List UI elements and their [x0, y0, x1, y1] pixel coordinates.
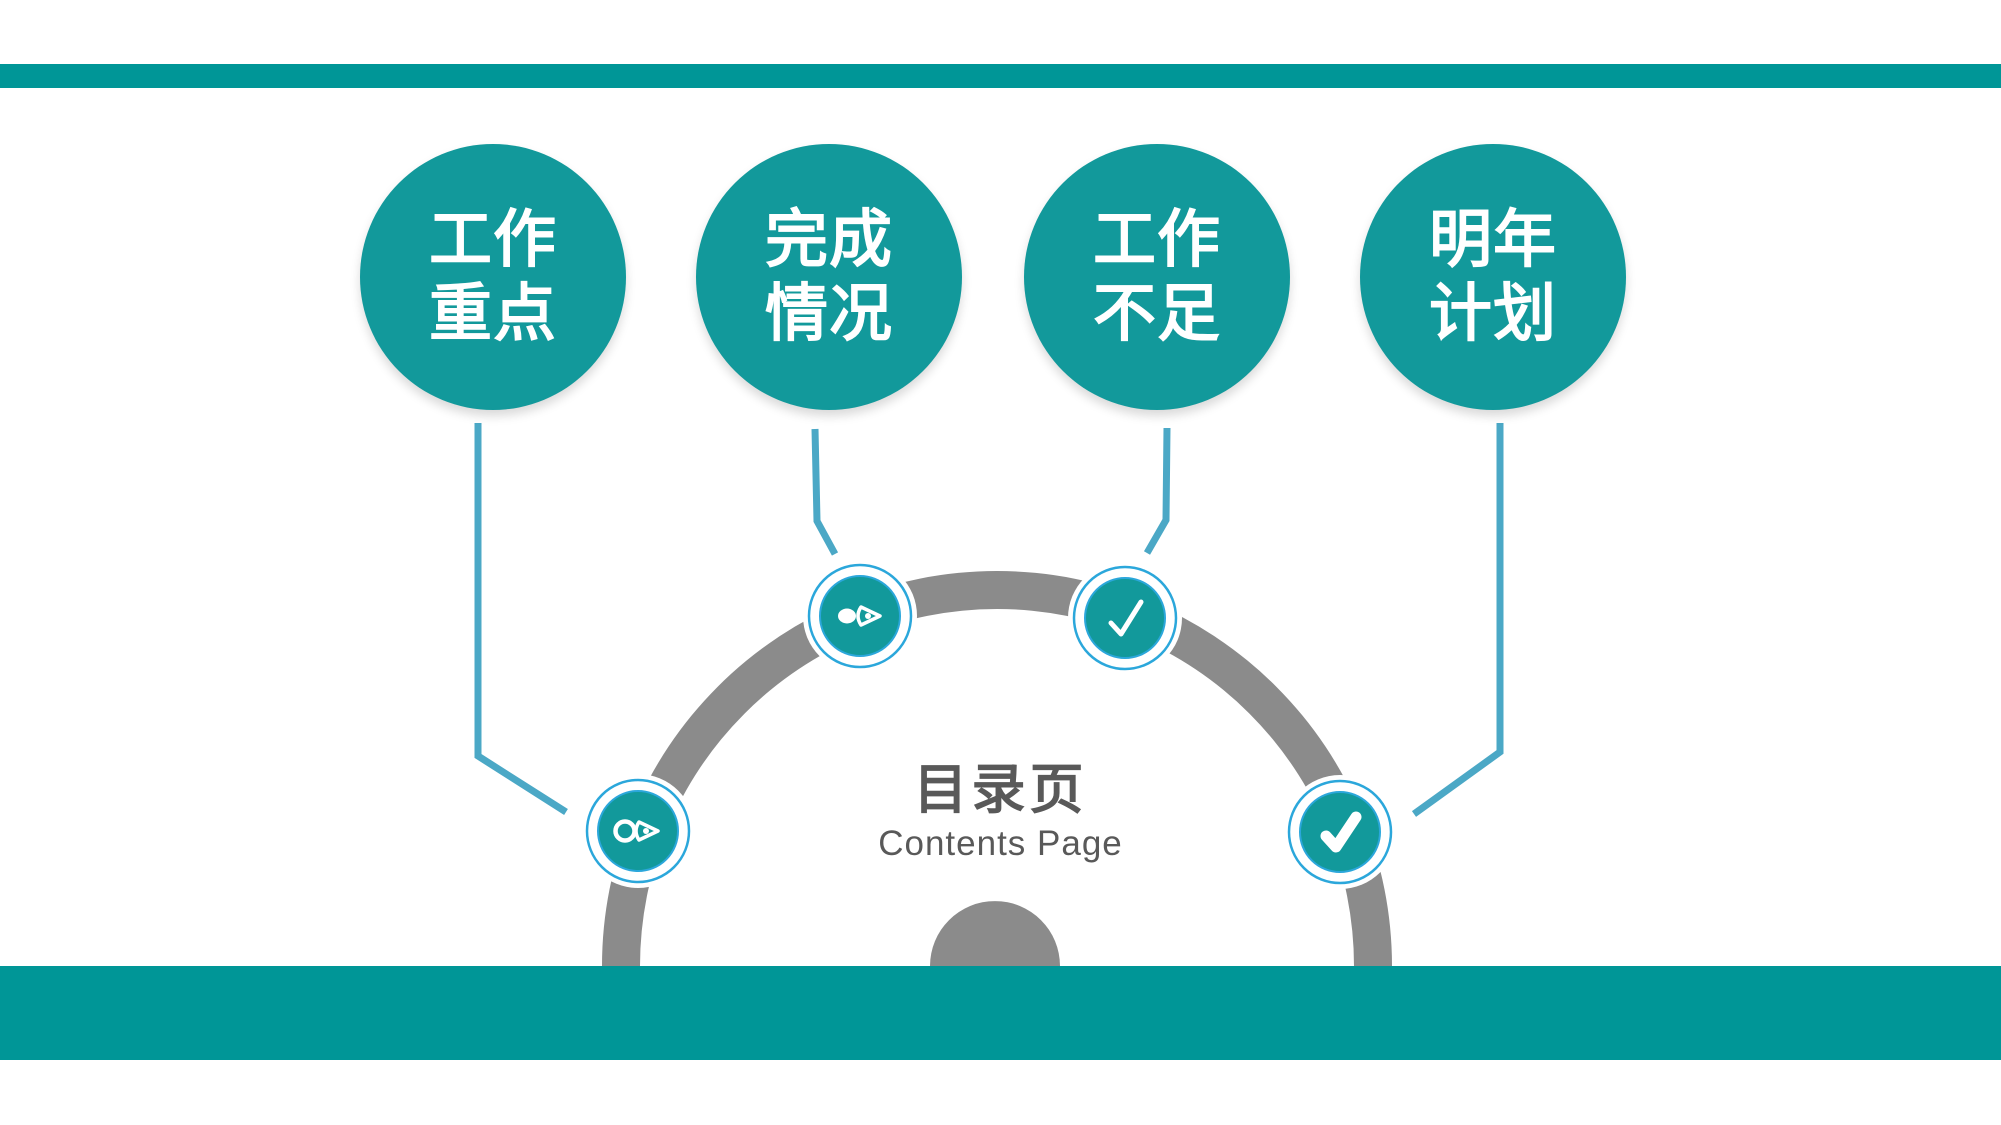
toc-item-work-focus[interactable]: 工作 重点 — [360, 144, 626, 410]
arc-node-2 — [803, 559, 917, 673]
toc-item-label-line: 明年 — [1429, 204, 1557, 275]
page-title: 目录页 — [913, 760, 1088, 820]
check-bold-icon — [1320, 811, 1362, 853]
page-subtitle: Contents Page — [878, 824, 1123, 863]
connector-line-1 — [474, 423, 568, 815]
toc-item-label-line: 工作 — [429, 204, 557, 275]
toc-item-next-year-plan[interactable]: 明年 计划 — [1360, 144, 1626, 410]
arc-node-4 — [1283, 775, 1397, 889]
bottom-accent-bar — [0, 966, 2001, 1060]
top-accent-bar — [0, 64, 2001, 88]
toc-item-label-line: 重点 — [429, 279, 557, 349]
check-thin-icon — [1108, 599, 1144, 637]
toc-item-label-line: 计划 — [1429, 279, 1557, 349]
node-disc — [819, 575, 901, 657]
toc-item-completion-status[interactable]: 完成 情况 — [696, 144, 962, 410]
toc-item-label-line: 工作 — [1093, 204, 1221, 275]
pen-outline-icon — [613, 819, 660, 843]
toc-item-label-line: 情况 — [765, 279, 893, 349]
bottom-bump — [930, 901, 1060, 966]
arc-node-3 — [1068, 561, 1182, 675]
connector-line-2 — [811, 428, 839, 556]
node-disc — [597, 790, 679, 872]
connector-line-4 — [1411, 423, 1504, 817]
toc-item-label-line: 不足 — [1093, 279, 1221, 349]
arc-node-1 — [581, 774, 695, 888]
connector-line-3 — [1143, 427, 1171, 555]
node-disc — [1084, 577, 1166, 659]
toc-item-label-line: 完成 — [765, 204, 893, 275]
toc-item-work-shortcomings[interactable]: 工作 不足 — [1024, 144, 1290, 410]
pen-filled-icon — [838, 605, 882, 627]
